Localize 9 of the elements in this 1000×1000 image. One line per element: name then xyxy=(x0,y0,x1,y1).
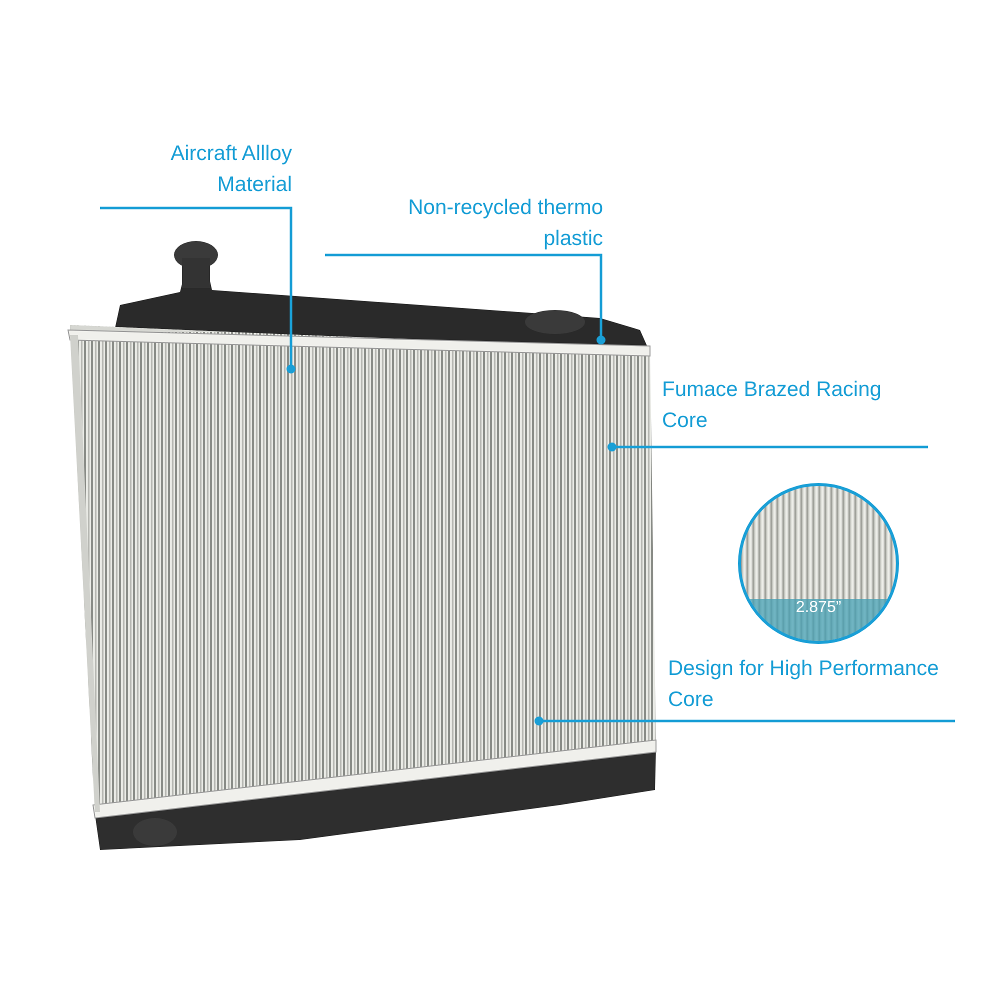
leader-line xyxy=(100,206,296,374)
callout-label: Non-recycled thermo plastic xyxy=(407,195,603,252)
callout-label: Fumace Brazed Racing Core xyxy=(662,377,882,434)
dimension-label: 2.875” xyxy=(796,599,842,617)
callout-label: Design for High Performance Core xyxy=(668,656,940,713)
leader-line xyxy=(608,442,928,452)
leader-line xyxy=(534,716,955,726)
leader-line xyxy=(325,254,606,344)
callout-label: Aircraft Allloy Material xyxy=(170,141,292,198)
